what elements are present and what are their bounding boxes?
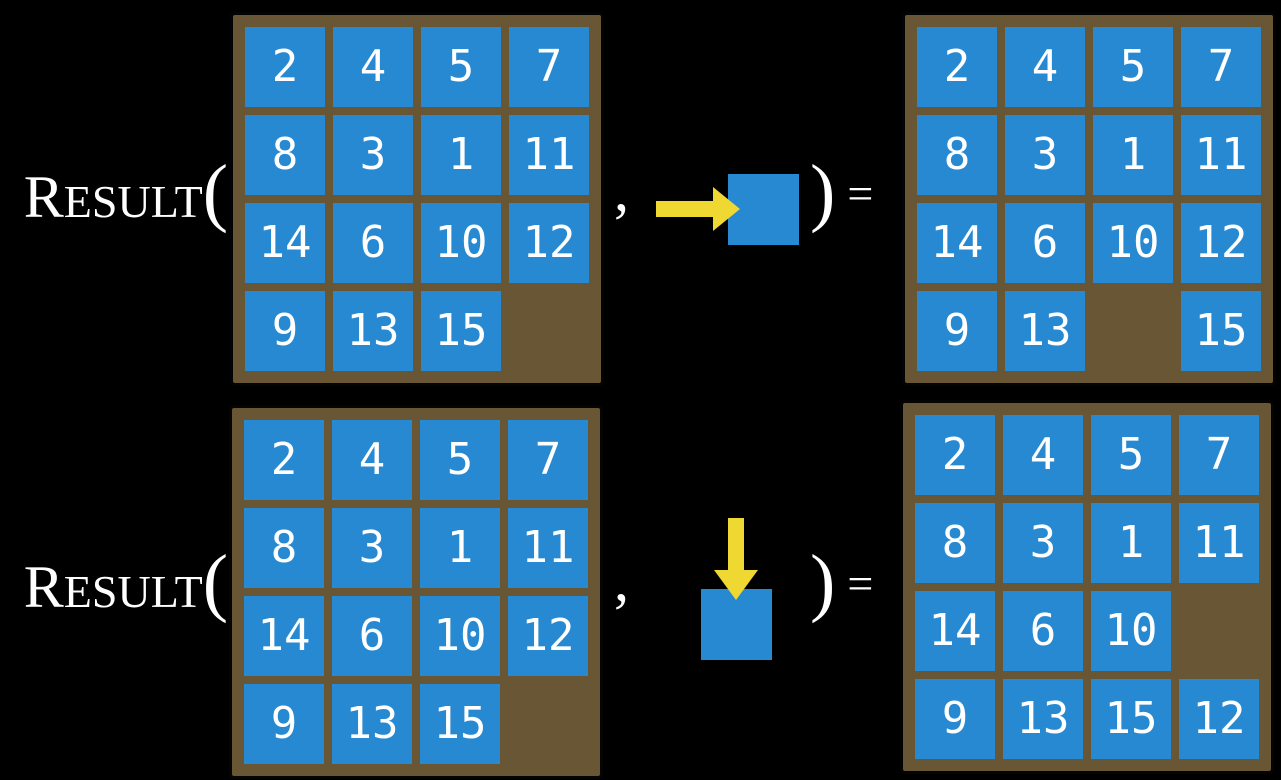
puzzle-tile-8: 8: [245, 115, 325, 195]
puzzle-tile-4: 4: [333, 27, 413, 107]
puzzle-tile-6: 6: [1005, 203, 1085, 283]
right-arrow-icon: [656, 187, 740, 231]
puzzle-tile-14: 14: [917, 203, 997, 283]
puzzle-tile-5: 5: [1093, 27, 1173, 107]
puzzle-tile-8: 8: [915, 503, 995, 583]
function-name-smallcaps: ESULT: [63, 176, 203, 227]
puzzle-tile-14: 14: [245, 203, 325, 283]
puzzle-tile-12: 12: [1181, 203, 1261, 283]
puzzle-tile-13: 13: [1005, 291, 1085, 371]
puzzle-tile-15: 15: [1091, 679, 1171, 759]
puzzle-tile-5: 5: [1091, 415, 1171, 495]
function-name-smallcaps: ESULT: [63, 566, 203, 617]
puzzle-tile-15: 15: [421, 291, 501, 371]
puzzle-tile-11: 11: [1181, 115, 1261, 195]
puzzle-tile-2: 2: [244, 420, 324, 500]
puzzle-tile-12: 12: [508, 596, 588, 676]
puzzle-tile-3: 3: [1003, 503, 1083, 583]
puzzle-tile-6: 6: [1003, 591, 1083, 671]
blank-cell: [509, 291, 589, 371]
puzzle-tile-13: 13: [332, 684, 412, 764]
puzzle-tile-5: 5: [421, 27, 501, 107]
puzzle-tile-14: 14: [244, 596, 324, 676]
puzzle-tile-2: 2: [917, 27, 997, 107]
puzzle-tile-9: 9: [245, 291, 325, 371]
equals-sign: =: [847, 168, 874, 219]
puzzle-tile-3: 3: [1005, 115, 1085, 195]
function-name-initial: R: [23, 554, 64, 620]
puzzle-tile-7: 7: [1181, 27, 1261, 107]
close-paren: ): [810, 540, 836, 624]
action-tile-square: [701, 589, 772, 660]
blank-cell: [1179, 591, 1259, 671]
puzzle-tile-10: 10: [1091, 591, 1171, 671]
open-paren: (: [202, 540, 228, 624]
action-tile-square: [728, 174, 799, 245]
equals-sign: =: [847, 558, 874, 609]
puzzle-tile-6: 6: [333, 203, 413, 283]
puzzle-tile-6: 6: [332, 596, 412, 676]
puzzle-tile-10: 10: [420, 596, 500, 676]
puzzle-tile-7: 7: [508, 420, 588, 500]
close-paren-equals: )=: [810, 154, 873, 230]
puzzle-tile-11: 11: [509, 115, 589, 195]
comma-separator: ,: [614, 547, 629, 613]
puzzle-tile-1: 1: [1091, 503, 1171, 583]
puzzle-tile-1: 1: [420, 508, 500, 588]
puzzle-tile-4: 4: [1003, 415, 1083, 495]
result-function-label: RESULT(: [0, 154, 228, 230]
puzzle-tile-5: 5: [420, 420, 500, 500]
puzzle-tile-7: 7: [1179, 415, 1259, 495]
puzzle-tile-2: 2: [245, 27, 325, 107]
blank-cell: [1093, 291, 1173, 371]
puzzle-tile-11: 11: [1179, 503, 1259, 583]
puzzle-tile-15: 15: [1181, 291, 1261, 371]
puzzle-tile-15: 15: [420, 684, 500, 764]
puzzle-tile-10: 10: [1093, 203, 1173, 283]
puzzle-tile-1: 1: [421, 115, 501, 195]
puzzle-tile-10: 10: [421, 203, 501, 283]
puzzle-tile-4: 4: [1005, 27, 1085, 107]
puzzle-tile-14: 14: [915, 591, 995, 671]
blank-cell: [508, 684, 588, 764]
puzzle-tile-8: 8: [917, 115, 997, 195]
close-paren-equals: )=: [810, 544, 873, 620]
close-paren: ): [810, 150, 836, 234]
function-name-initial: R: [23, 164, 64, 230]
puzzle-tile-3: 3: [333, 115, 413, 195]
result-function-label: RESULT(: [0, 544, 228, 620]
puzzle-tile-7: 7: [509, 27, 589, 107]
puzzle-tile-3: 3: [332, 508, 412, 588]
puzzle-tile-2: 2: [915, 415, 995, 495]
puzzle-tile-12: 12: [1179, 679, 1259, 759]
puzzle-tile-13: 13: [333, 291, 413, 371]
puzzle-tile-12: 12: [509, 203, 589, 283]
puzzle-tile-9: 9: [244, 684, 324, 764]
down-arrow-icon: [714, 518, 758, 600]
puzzle-tile-1: 1: [1093, 115, 1173, 195]
open-paren: (: [202, 150, 228, 234]
comma-separator: ,: [614, 157, 629, 223]
puzzle-tile-13: 13: [1003, 679, 1083, 759]
puzzle-tile-4: 4: [332, 420, 412, 500]
puzzle-tile-9: 9: [917, 291, 997, 371]
puzzle-tile-8: 8: [244, 508, 324, 588]
puzzle-tile-9: 9: [915, 679, 995, 759]
puzzle-tile-11: 11: [508, 508, 588, 588]
